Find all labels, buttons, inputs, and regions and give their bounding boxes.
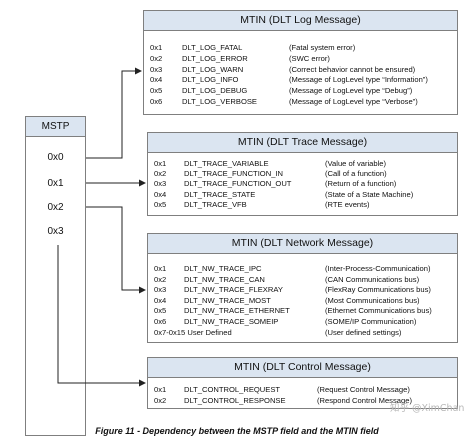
mtin-row: 0x3 DLT_TRACE_FUNCTION_OUT (Return of a fu… [148, 179, 457, 189]
mtin-name: DLT_TRACE_STATE [184, 189, 256, 199]
mtin-row: 0x7-0x15 User Defined (User defined setti… [148, 328, 457, 338]
mtin-name: DLT_LOG_VERBOSE [182, 97, 257, 106]
mtin-description: (Return of a function) [325, 179, 397, 189]
mtin-row: 0x4 DLT_NW_TRACE_MOST (Most Communications… [148, 296, 457, 306]
mtin-code: 0x4 [154, 189, 167, 199]
mtin-description: (Value of variable) [325, 159, 387, 168]
log-message-title: MTIN (DLT Log Message) [144, 11, 457, 31]
mtin-name: DLT_TRACE_FUNCTION_IN [184, 169, 284, 179]
mtin-name: DLT_CONTROL_REQUEST [184, 385, 281, 394]
mtin-description: (Ethernet Communications bus) [325, 306, 432, 316]
mtin-row: 0x3 DLT_LOG_WARN (Correct behavior cannot … [144, 65, 457, 75]
mtin-row: 0x4 DLT_TRACE_STATE (State of a State Mach… [148, 190, 457, 200]
mtin-description: (Inter-Process-Communication) [325, 264, 431, 273]
mtin-code: 0x2 [154, 169, 167, 179]
mtin-description: (Message of LogLevel type “Verbose”) [289, 97, 418, 106]
mtin-description: (State of a State Machine) [325, 189, 414, 199]
mtin-row: 0x1 DLT_NW_TRACE_IPC (Inter-Process-Commun… [148, 264, 457, 274]
mtin-row: 0x1 DLT_TRACE_VARIABLE (Value of variable) [148, 159, 457, 169]
mtin-name: DLT_NW_TRACE_IPC [184, 264, 262, 273]
mtin-description: (SWC error) [289, 53, 330, 63]
mtin-row: 0x5 DLT_NW_TRACE_ETHERNET (Ethernet Commun… [148, 306, 457, 316]
mtin-code: 0x6 [150, 97, 163, 106]
mtin-row: 0x2 DLT_TRACE_FUNCTION_IN (Call of a funct… [148, 169, 457, 179]
mtin-description: (Correct behavior cannot be ensured) [289, 64, 416, 74]
mtin-code: 0x7-0x15 User Defined [154, 327, 232, 337]
mtin-description: (SOME/IP Communication) [325, 317, 417, 326]
mtin-code: 0x2 [154, 274, 167, 284]
mtin-row: 0x6 DLT_LOG_VERBOSE (Message of LogLevel t… [144, 97, 457, 107]
mtin-code: 0x5 [150, 86, 163, 96]
mtin-name: DLT_LOG_INFO [182, 75, 239, 85]
mtin-row: 0x3 DLT_NW_TRACE_FLEXRAY (FlexRay Communic… [148, 285, 457, 295]
arrow-0x2-to-network [86, 206, 146, 294]
mtin-code: 0x6 [154, 317, 167, 326]
mtin-description: (RTE events) [325, 199, 370, 209]
mtin-code: 0x1 [154, 264, 167, 273]
control-message-title: MTIN (DLT Control Message) [148, 358, 457, 378]
mstp-box: MSTP 0x0 0x1 0x2 0x3 [25, 116, 86, 436]
mtin-code: 0x5 [154, 306, 167, 316]
mtin-code: 0x2 [150, 53, 163, 63]
mtin-row: 0x1 DLT_LOG_FATAL (Fatal system error) [144, 43, 457, 53]
mtin-description: (Message of LogLevel type “Information”) [289, 75, 428, 85]
mtin-name: DLT_NW_TRACE_FLEXRAY [184, 285, 283, 295]
mtin-description: (CAN Communications bus) [325, 274, 420, 284]
mtin-name: DLT_NW_TRACE_ETHERNET [184, 306, 290, 316]
trace-message-box: MTIN (DLT Trace Message) 0x1 DLT_TRACE_VA… [147, 132, 458, 216]
mtin-name: DLT_LOG_DEBUG [182, 86, 248, 96]
mtin-name: DLT_CONTROL_RESPONSE [184, 396, 286, 405]
mtin-description: (User defined settings) [325, 327, 402, 337]
watermark: 知乎 @XimChan [390, 403, 465, 414]
mtin-description: (Respond Control Message) [317, 396, 412, 405]
arrow-0x0-to-log [86, 67, 142, 159]
mtin-row: 0x6 DLT_NW_TRACE_SOMEIP (SOME/IP Communica… [148, 317, 457, 327]
mtin-description: (Most Communications bus) [325, 295, 420, 305]
mtin-code: 0x4 [150, 75, 163, 85]
mtin-description: (Fatal system error) [289, 43, 356, 52]
mtin-row: 0x1 DLT_CONTROL_REQUEST (Request Control M… [148, 385, 457, 395]
mtin-code: 0x3 [150, 64, 163, 74]
mtin-row: 0x2 DLT_CONTROL_RESPONSE (Respond Control … [148, 396, 457, 406]
mtin-code: 0x4 [154, 295, 167, 305]
log-message-box: MTIN (DLT Log Message) 0x1 DLT_LOG_FATAL (… [143, 10, 458, 115]
mstp-value-0x2: 0x2 [47, 202, 64, 213]
mtin-code: 0x1 [154, 385, 167, 394]
mtin-name: DLT_NW_TRACE_SOMEIP [184, 317, 279, 326]
mtin-code: 0x1 [154, 159, 167, 168]
mstp-title: MSTP [26, 117, 85, 137]
mstp-value-0x3: 0x3 [47, 226, 64, 237]
mtin-name: DLT_LOG_WARN [182, 64, 244, 74]
mstp-value-0x0: 0x0 [47, 152, 64, 163]
mtin-code: 0x3 [154, 285, 167, 295]
mtin-name: DLT_TRACE_VFB [184, 199, 247, 209]
mtin-name: DLT_NW_TRACE_CAN [184, 274, 265, 284]
mtin-name: DLT_TRACE_VARIABLE [184, 159, 269, 168]
mtin-row: 0x5 DLT_TRACE_VFB (RTE events) [148, 200, 457, 210]
mtin-row: 0x4 DLT_LOG_INFO (Message of LogLevel type… [144, 75, 457, 85]
mtin-row: 0x5 DLT_LOG_DEBUG (Message of LogLevel typ… [144, 86, 457, 96]
mtin-row: 0x2 DLT_NW_TRACE_CAN (CAN Communications b… [148, 275, 457, 285]
trace-message-title: MTIN (DLT Trace Message) [148, 133, 457, 153]
mtin-description: (Call of a function) [325, 169, 387, 179]
mstp-value-0x1: 0x1 [47, 178, 64, 189]
mtin-name: DLT_LOG_FATAL [182, 43, 243, 52]
mtin-name: DLT_NW_TRACE_MOST [184, 295, 271, 305]
mtin-code: 0x3 [154, 179, 167, 189]
mtin-name: DLT_TRACE_FUNCTION_OUT [184, 179, 292, 189]
network-message-title: MTIN (DLT Network Message) [148, 234, 457, 254]
mtin-description: (Message of LogLevel type “Debug”) [289, 86, 413, 96]
mtin-description: (FlexRay Communications bus) [325, 285, 431, 295]
mtin-code: 0x2 [154, 396, 167, 405]
mtin-name: DLT_LOG_ERROR [182, 53, 248, 63]
mtin-description: (Request Control Message) [317, 385, 410, 394]
mtin-code: 0x1 [150, 43, 163, 52]
figure-caption: Figure 11 - Dependency between the MSTP … [95, 426, 379, 436]
mtin-row: 0x2 DLT_LOG_ERROR (SWC error) [144, 54, 457, 64]
mtin-code: 0x5 [154, 199, 167, 209]
